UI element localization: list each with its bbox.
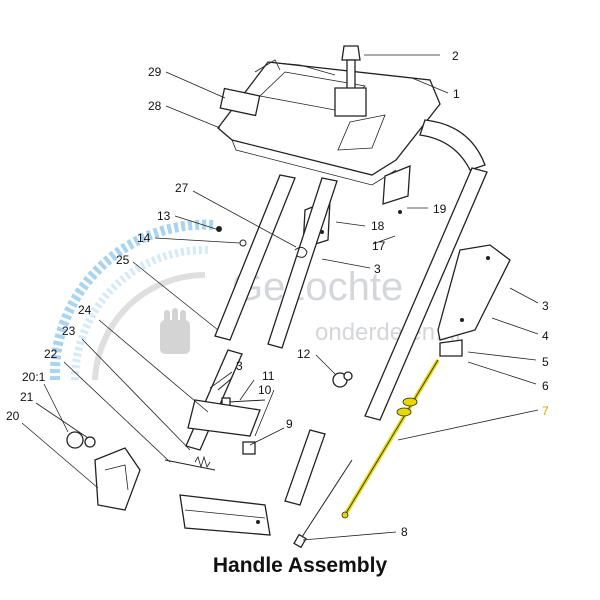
callout-2: 2 xyxy=(452,49,459,63)
callout-14: 14 xyxy=(137,231,151,245)
callout-28: 28 xyxy=(148,99,162,113)
callout-8: 8 xyxy=(401,525,408,539)
callout-24: 24 xyxy=(78,303,92,317)
cable-assembly xyxy=(341,358,440,519)
spring-22 xyxy=(164,455,216,471)
base-frame xyxy=(179,494,271,536)
plate-19 xyxy=(382,165,411,214)
callout-27: 27 xyxy=(175,181,189,195)
shift-lever xyxy=(334,45,367,117)
callout-9: 9 xyxy=(286,417,293,431)
callout-19: 19 xyxy=(433,202,447,216)
washer-14 xyxy=(239,239,247,247)
callout-3c: 3 xyxy=(236,359,243,373)
knob-12 xyxy=(332,371,353,388)
callout-21: 21 xyxy=(20,390,34,404)
diagram-title: Handle Assembly xyxy=(212,554,388,577)
watermark: Gezochte onderdelen.nl xyxy=(49,219,460,381)
callout-3b: 3 xyxy=(542,299,549,313)
bolt-3-lower xyxy=(217,377,233,391)
fist-icon xyxy=(160,308,190,354)
spacer-10 xyxy=(242,441,256,455)
right-bracket xyxy=(437,244,511,341)
housing-20 xyxy=(94,447,141,511)
callout-20-1: 20:1 xyxy=(22,370,46,384)
hook-27 xyxy=(294,246,308,258)
callout-13: 13 xyxy=(157,209,171,223)
callout-5: 5 xyxy=(542,355,549,369)
callout-12: 12 xyxy=(297,347,311,361)
handle-mid-tube xyxy=(267,177,338,506)
bracket-clip-5 xyxy=(439,339,463,357)
leader-lines xyxy=(21,54,539,541)
watermark-line1: Gezochte xyxy=(232,265,403,309)
callout-17: 17 xyxy=(372,239,386,253)
watermark-line2: onderdelen.nl xyxy=(315,319,460,346)
block-9 xyxy=(187,399,261,437)
handle-right-tube xyxy=(364,119,488,421)
callout-6: 6 xyxy=(542,379,549,393)
callout-10: 10 xyxy=(258,383,272,397)
gear-21 xyxy=(66,431,96,449)
nut-13 xyxy=(216,226,222,232)
callout-11: 11 xyxy=(262,369,275,383)
callout-18: 18 xyxy=(371,219,385,233)
callout-20: 20 xyxy=(6,409,20,423)
callout-4: 4 xyxy=(542,329,549,343)
control-panel xyxy=(217,59,441,186)
callout-23: 23 xyxy=(62,324,76,338)
rod-8 xyxy=(293,459,353,549)
callout-29: 29 xyxy=(148,65,162,79)
callout-3a: 3 xyxy=(374,262,381,276)
callout-1: 1 xyxy=(453,87,460,101)
callout-25: 25 xyxy=(116,253,130,267)
callout-22: 22 xyxy=(44,347,58,361)
callout-labels: 2 1 29 28 27 13 14 25 18 17 19 3 3 4 5 6… xyxy=(6,49,549,539)
callout-7: 7 xyxy=(542,404,549,418)
